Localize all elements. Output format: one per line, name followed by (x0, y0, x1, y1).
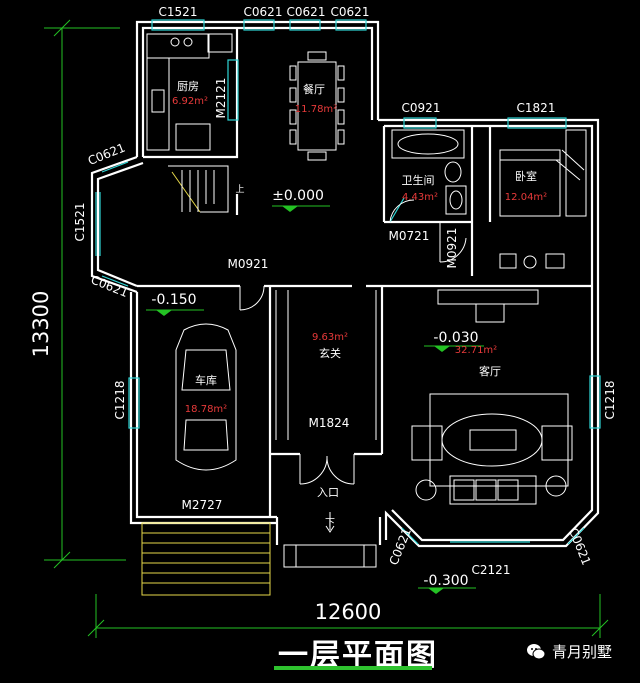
window-label-c0621-1: C0621 (244, 5, 283, 19)
car-outline (175, 323, 237, 471)
room-area-bedroom: 12.04m² (505, 192, 547, 203)
window-label-c0621-3: C0621 (331, 5, 370, 19)
height-dimension: 13300 (29, 291, 53, 358)
windows (95, 19, 601, 545)
level-label-floor: ±0.000 (272, 188, 324, 204)
window-label-c0621-2: C0621 (287, 5, 326, 19)
room-area-bathroom: 4.43m² (402, 192, 438, 203)
level-markers (146, 205, 484, 594)
level-label-living: -0.030 (433, 330, 478, 346)
window-label-c1521-top: C1521 (159, 5, 198, 19)
window-label-c0621-bottom-left: C0621 (387, 526, 415, 567)
window-label-c2121: C2121 (472, 563, 511, 577)
entrance-label: 入口 (317, 486, 339, 499)
room-area-dining: 11.78m² (295, 104, 337, 115)
window-label-c0921-top: C0921 (402, 101, 441, 115)
door-label-m0721: M0721 (389, 229, 430, 243)
room-name-bathroom: 卫生间 (402, 173, 435, 187)
down-label: 下 (325, 518, 335, 529)
stair-area (168, 165, 229, 213)
room-area-garage: 18.78m² (185, 404, 227, 415)
window-label-c0621-bottom-right: C0621 (566, 526, 594, 567)
room-area-foyer: 9.63m² (312, 332, 348, 343)
room-name-dining: 餐厅 (303, 82, 325, 96)
brand-name: 青月别墅 (552, 643, 613, 661)
brand-watermark: 青月别墅 (526, 641, 612, 662)
room-area-kitchen: 6.92m² (172, 96, 208, 107)
width-dimension: 12600 (315, 600, 382, 624)
wechat-icon (527, 643, 546, 659)
entrance-steps (141, 522, 377, 596)
window-label-c1521-left: C1521 (73, 203, 87, 242)
doors (239, 197, 467, 485)
stair-up-label: 上 (235, 184, 244, 195)
room-name-garage: 车库 (195, 373, 217, 387)
door-label-m0921-garage: M0921 (228, 257, 269, 271)
window-label-c1218-left: C1218 (113, 381, 127, 420)
title-underline (274, 666, 432, 670)
window-label-c0621-left-lower: C0621 (89, 273, 130, 301)
door-label-m2727: M2727 (182, 498, 223, 512)
window-label-c1821: C1821 (517, 101, 556, 115)
window-label-c1218-right: C1218 (603, 381, 617, 420)
room-name-bedroom: 卧室 (515, 169, 537, 183)
level-label-outside: -0.300 (423, 573, 468, 589)
room-name-foyer: 玄关 (319, 346, 341, 360)
exterior-walls (90, 20, 600, 548)
level-label-garage: -0.150 (151, 292, 196, 308)
dining-table (289, 51, 345, 161)
room-name-living: 客厅 (479, 364, 501, 378)
entrance-arrow (325, 512, 335, 533)
interior-walls (137, 28, 592, 517)
bedroom-furniture (499, 129, 587, 269)
dimension-lines (44, 19, 609, 638)
door-label-m2121: M2121 (214, 78, 228, 119)
kitchen-furniture (146, 33, 233, 151)
living-furniture (411, 289, 573, 505)
door-label-m1824: M1824 (309, 416, 350, 430)
room-area-living: 32.71m² (455, 345, 497, 356)
window-label-c0621-left-upper: C0621 (86, 141, 127, 169)
door-label-m0921-bath: M0921 (445, 228, 459, 269)
room-name-kitchen: 厨房 (177, 80, 199, 93)
bathroom-fixtures (391, 129, 467, 215)
